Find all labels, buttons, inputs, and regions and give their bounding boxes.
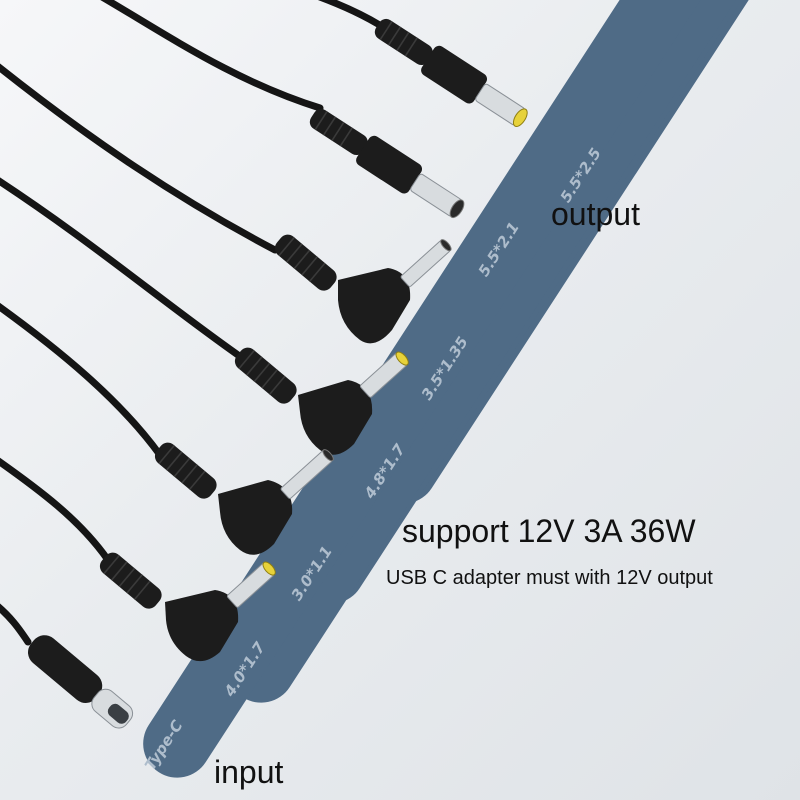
input-caption: input: [214, 754, 284, 790]
label-strips: [143, 0, 800, 778]
plug-4817: [234, 347, 409, 455]
adapter-note: USB C adapter must with 12V output: [386, 567, 713, 589]
cable-35135: [0, 63, 279, 254]
cable-4817: [0, 177, 242, 359]
cable-4017: [0, 457, 112, 564]
connector-heads: [27, 18, 528, 729]
plug-3011: [154, 442, 334, 555]
support-caption: support 12V 3A 36W: [402, 513, 696, 549]
cable-typec: [0, 603, 32, 646]
cables: [0, 0, 399, 646]
plug-4017: [99, 552, 276, 662]
cable-3011: [0, 302, 164, 459]
plug-5521: [309, 108, 465, 219]
plug-35135: [274, 234, 452, 344]
plug-typec: [27, 635, 134, 729]
output-caption: output: [551, 196, 640, 232]
plug-5525: [374, 18, 528, 127]
cable-5521: [100, 0, 324, 112]
strip-typec: [143, 0, 708, 778]
